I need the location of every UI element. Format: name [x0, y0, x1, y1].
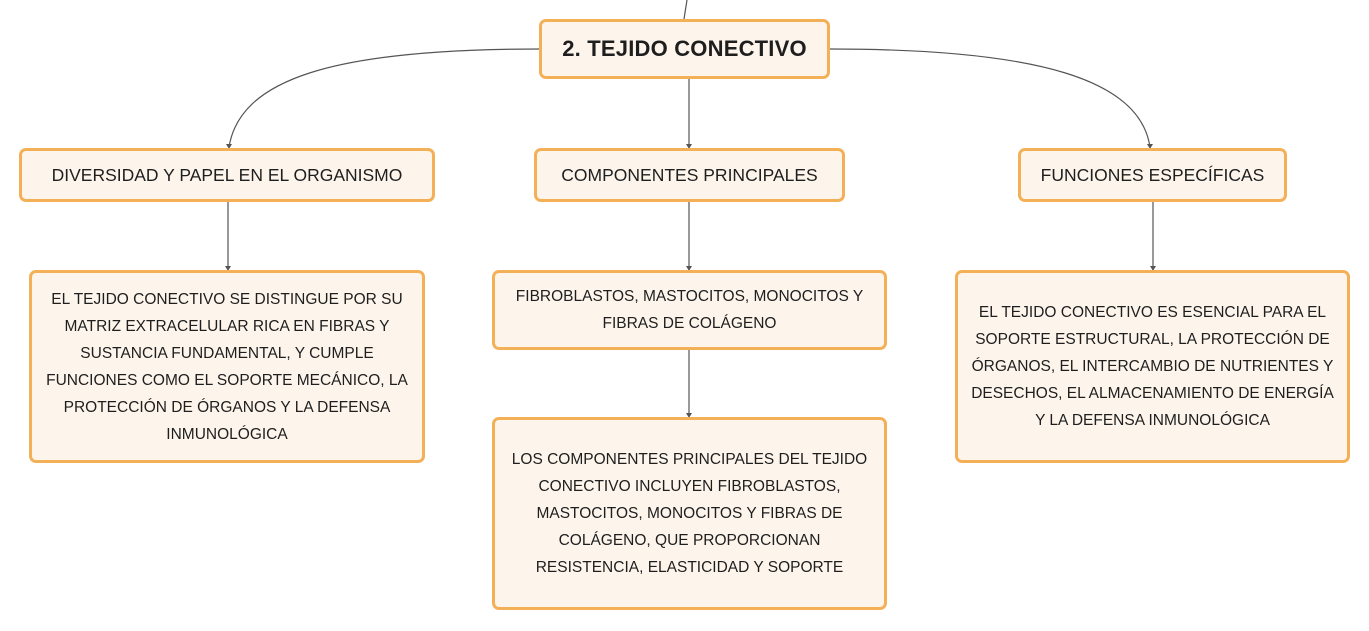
detail-node-componentes[interactable]: FIBROBLASTOS, MASTOCITOS, MONOCITOS Y FI…	[492, 270, 887, 350]
root-node[interactable]: 2. TEJIDO CONECTIVO	[539, 19, 830, 79]
arrowhead-componentes	[686, 144, 692, 149]
arrowhead-diversidad-detail	[225, 266, 231, 271]
arrowhead-componentes-subdetail	[686, 413, 692, 418]
arrowhead-componentes-detail	[686, 266, 692, 271]
arrowhead-diversidad	[226, 144, 232, 149]
branch-node-componentes[interactable]: COMPONENTES PRINCIPALES	[534, 148, 845, 202]
arrowhead-funciones-detail	[1150, 266, 1156, 271]
connector-root-to-funciones	[829, 48, 1151, 148]
connector-root-to-diversidad	[228, 48, 541, 148]
branch-node-diversidad[interactable]: DIVERSIDAD Y PAPEL EN EL ORGANISMO	[19, 148, 435, 202]
detail-node-funciones[interactable]: EL TEJIDO CONECTIVO ES ESENCIAL PARA EL …	[955, 270, 1350, 463]
detail-node-diversidad[interactable]: EL TEJIDO CONECTIVO SE DISTINGUE POR SU …	[29, 270, 425, 463]
subdetail-node-componentes[interactable]: LOS COMPONENTES PRINCIPALES DEL TEJIDO C…	[492, 417, 887, 610]
arrowhead-funciones	[1147, 144, 1153, 149]
connector-parent-to-root	[683, 0, 688, 20]
branch-node-funciones[interactable]: FUNCIONES ESPECÍFICAS	[1018, 148, 1287, 202]
